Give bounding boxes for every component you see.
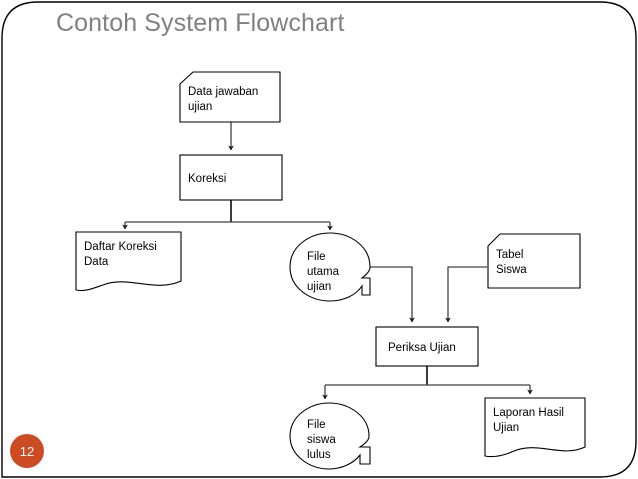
node-label-line: Laporan Hasil <box>493 407 564 419</box>
node-periksa-ujian[interactable]: Periksa Ujian <box>375 326 479 367</box>
node-label-line: siswa <box>307 434 336 446</box>
node-label-line: Tabel <box>496 249 524 261</box>
node-file-utama-ujian[interactable]: File utama ujian <box>289 232 371 302</box>
node-koreksi[interactable]: Koreksi <box>179 154 283 201</box>
edge-koreksi-branch-bus <box>122 200 333 231</box>
node-label-line: utama <box>307 266 340 278</box>
node-label-line: Data <box>84 256 109 268</box>
node-tabel-siswa[interactable]: Tabel Siswa <box>487 233 581 289</box>
edge-periksa-branch-bus <box>322 366 533 400</box>
node-label-line: Data jawaban <box>188 86 258 98</box>
node-data-jawaban-ujian[interactable]: Data jawaban ujian <box>179 71 281 123</box>
node-label-line: File <box>307 419 326 431</box>
page-title: Contoh System Flowchart <box>56 9 345 37</box>
node-label-line: Siswa <box>496 264 527 276</box>
node-label-line: Periksa Ujian <box>388 342 456 354</box>
node-label-line: ujian <box>188 101 212 113</box>
edge-file-utama-to-periksa <box>366 266 415 323</box>
node-laporan-hasil-ujian[interactable]: Laporan Hasil Ujian <box>484 397 586 458</box>
node-label-line: Ujian <box>493 422 519 434</box>
node-label-line: ujian <box>307 281 331 293</box>
node-file-siswa-lulus[interactable]: File siswa lulus <box>289 402 371 470</box>
node-daftar-koreksi-data[interactable]: Daftar Koreksi Data <box>75 231 182 292</box>
node-label-line: File <box>307 251 326 263</box>
node-label-line: Daftar Koreksi <box>84 241 157 253</box>
edge-tabel-siswa-to-periksa <box>445 266 487 323</box>
page-number-badge: 12 <box>10 434 44 468</box>
node-label-line: lulus <box>307 449 331 461</box>
node-label-line: Koreksi <box>188 173 226 185</box>
